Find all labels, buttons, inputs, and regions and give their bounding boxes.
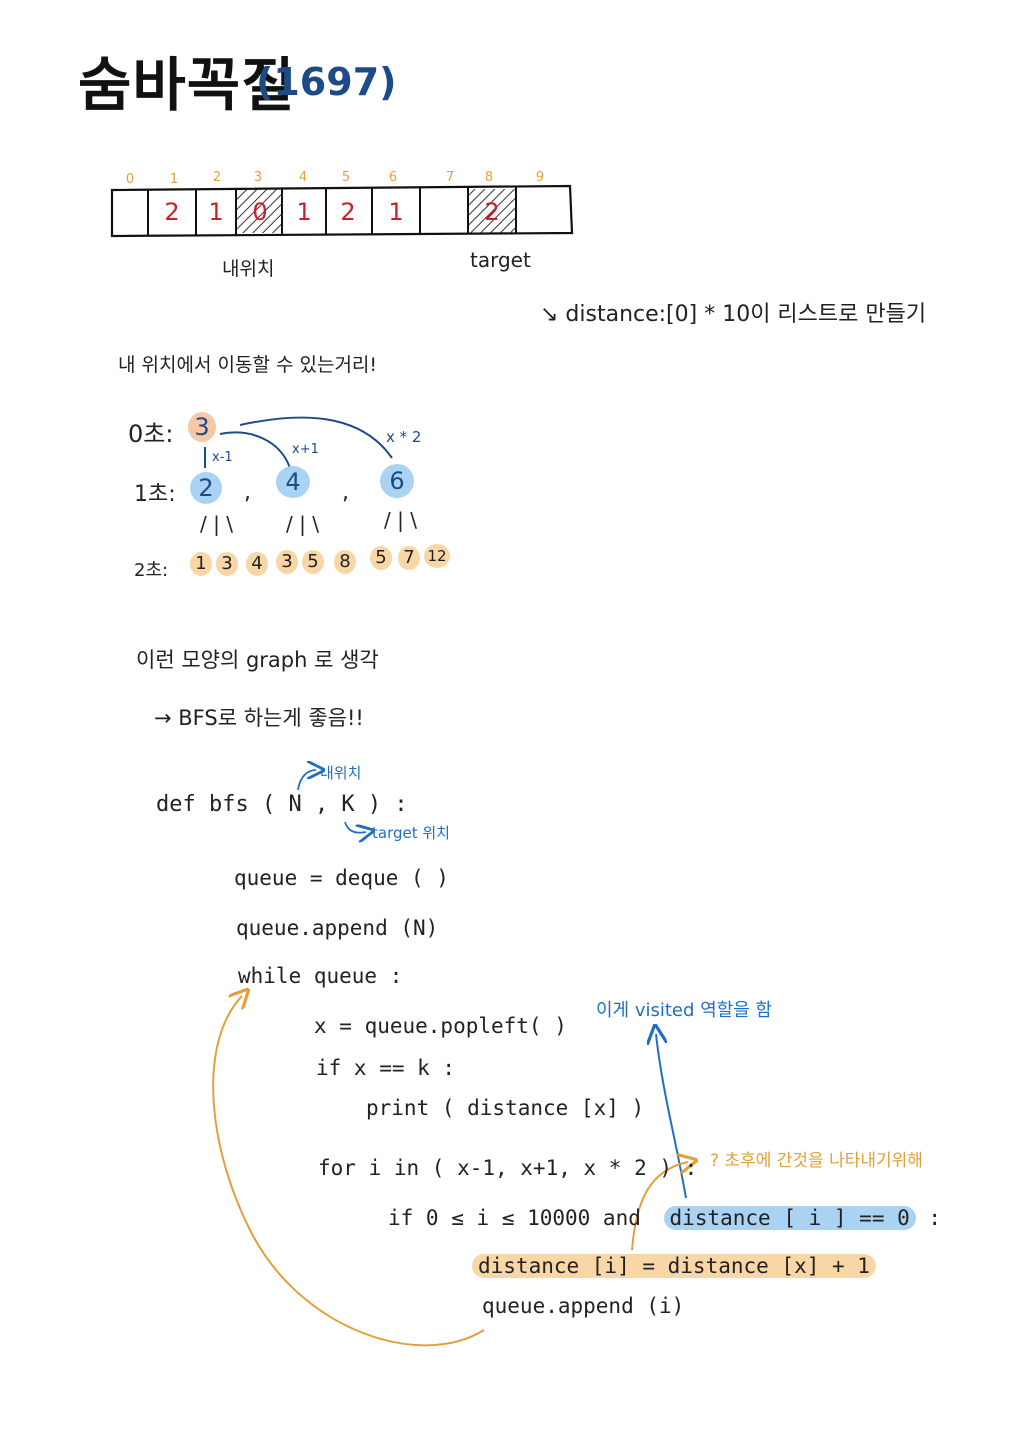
visited-arrow xyxy=(656,1034,687,1199)
code-if-condition: if 0 ≤ i ≤ 10000 and xyxy=(388,1206,641,1230)
edge-label: x-1 xyxy=(212,450,233,465)
code-line: queue = deque ( ) xyxy=(234,866,449,890)
array-cell-value: 1 xyxy=(388,198,404,226)
code-line: while queue : xyxy=(238,964,403,988)
tree-leaf: 7 xyxy=(398,546,420,570)
edge-label: x+1 xyxy=(292,442,319,457)
array-cell-value: 0 xyxy=(252,198,268,226)
array-index: 5 xyxy=(341,170,351,185)
time-note: ? 초후에 간것을 나타내기위해 xyxy=(710,1151,923,1171)
node-separator: , xyxy=(342,480,349,505)
array-index: 7 xyxy=(445,170,455,185)
branch-mark: / | \ xyxy=(200,512,233,536)
time-arrow xyxy=(631,1162,688,1251)
code-line: x = queue.popleft( ) xyxy=(314,1014,567,1038)
tree-node: 6 xyxy=(380,464,414,498)
n-annotation: 내위치 xyxy=(320,764,362,782)
code-line: if 0 ≤ i ≤ 10000 and distance [ i ] == 0… xyxy=(388,1206,941,1230)
tree-leaf: 1 xyxy=(190,552,212,576)
array-index: 9 xyxy=(535,170,545,185)
tree-node: 3 xyxy=(188,412,216,442)
level2-label: 2초: xyxy=(134,560,169,581)
code-line: print ( distance [x] ) xyxy=(366,1096,645,1120)
level1-label: 1초: xyxy=(134,482,176,507)
n-annotation-arrow xyxy=(297,770,316,791)
distance-note: ↘ distance:[0] * 10이 리스트로 만들기 xyxy=(540,302,927,327)
code-def-line: def bfs ( N , K ) : xyxy=(156,792,408,817)
code-colon: : xyxy=(915,1206,942,1230)
movable-distance-note: 내 위치에서 이동할 수 있는거리! xyxy=(118,354,378,376)
tree-leaf: 5 xyxy=(370,546,392,570)
array-cell-value: 1 xyxy=(208,198,224,226)
array-index: 4 xyxy=(298,170,308,185)
array-cell-value: 1 xyxy=(296,198,312,226)
tree-leaf: 3 xyxy=(276,550,298,574)
node-separator: , xyxy=(244,480,251,505)
array-index: 0 xyxy=(125,172,135,187)
visited-note: 이게 visited 역할을 함 xyxy=(596,1000,773,1021)
code-line: for i in ( x-1, x+1, x * 2 ) : xyxy=(318,1156,698,1180)
array-index: 6 xyxy=(388,170,398,185)
code-line: queue.append (i) xyxy=(482,1294,685,1318)
bfs-note: → BFS로 하는게 좋음!! xyxy=(154,706,364,730)
tree-leaf: 8 xyxy=(334,550,356,574)
distance-update-highlight: distance [i] = distance [x] + 1 xyxy=(472,1254,876,1278)
problem-number: (1697) xyxy=(256,60,397,104)
graph-note: 이런 모양의 graph 로 생각 xyxy=(136,648,379,672)
target-label: target xyxy=(470,248,531,272)
array-box xyxy=(110,184,574,238)
array-cell-value: 2 xyxy=(164,198,180,226)
array-index: 8 xyxy=(484,170,494,185)
tree-leaf: 12 xyxy=(424,544,450,568)
branch-mark: / | \ xyxy=(286,512,319,536)
edge-label: x * 2 xyxy=(386,428,422,446)
array-cell-value: 2 xyxy=(340,198,356,226)
array-index: 3 xyxy=(253,170,263,185)
code-line: if x == k : xyxy=(316,1056,456,1080)
tree-leaf: 5 xyxy=(302,550,324,574)
array-cell-value: 2 xyxy=(484,198,500,226)
tree-node: 2 xyxy=(190,472,222,504)
code-line: queue.append (N) xyxy=(236,916,439,940)
tree-leaf: 4 xyxy=(246,552,268,576)
k-annotation: target 위치 xyxy=(372,824,450,842)
array-index: 2 xyxy=(212,170,222,185)
tree-edges xyxy=(204,416,393,469)
array-index: 1 xyxy=(169,172,179,187)
branch-mark: / | \ xyxy=(384,508,417,532)
tree-node: 4 xyxy=(276,466,310,498)
my-position-label: 내위치 xyxy=(222,258,275,280)
loop-arrow xyxy=(212,996,485,1347)
tree-leaf: 3 xyxy=(216,552,238,576)
visited-check-highlight: distance [ i ] == 0 xyxy=(663,1206,916,1230)
k-annotation-arrow xyxy=(344,821,366,833)
page-title: 숨바꼭질 xyxy=(78,51,296,119)
level0-label: 0초: xyxy=(128,420,174,448)
